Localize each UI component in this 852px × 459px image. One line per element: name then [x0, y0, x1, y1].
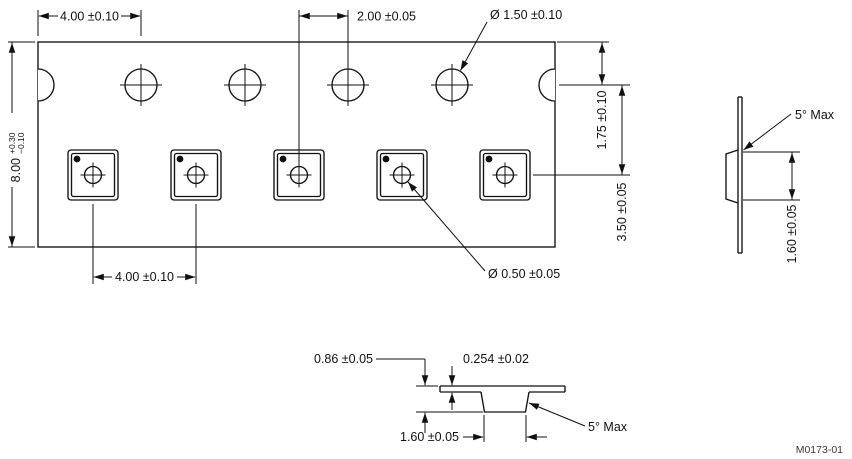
figure-number: M0173-01: [796, 444, 843, 456]
edge-sprocket-holes: [38, 68, 555, 102]
dim-sprocket-to-pocket: 3.50 ±0.05: [533, 85, 630, 242]
dim-tape-width: 8.00 +0.30 −0.10: [7, 41, 35, 248]
dim-label-tape-width-tol-plus: +0.30: [7, 132, 17, 154]
dim-draft-angle-side: 5° Max: [743, 108, 835, 151]
dim-label-draft-angle-section: 5° Max: [588, 420, 628, 434]
pin1-index-dot: [279, 155, 287, 163]
dim-edge-to-sprocket: 1.75 ±0.10: [557, 41, 630, 150]
sprocket-half-hole-left: [38, 68, 55, 102]
sprocket-hole: [224, 64, 266, 106]
component-pocket: [376, 149, 428, 201]
dim-tape-thickness: 0.254 ±0.02: [448, 352, 529, 410]
pocket-emboss-profile: [725, 149, 739, 204]
dim-label-pocket-depth: 0.86 ±0.05: [314, 352, 373, 366]
dim-label-hole-to-pocket: 2.00 ±0.05: [357, 10, 416, 24]
dim-label-tape-thickness: 0.254 ±0.02: [463, 352, 529, 366]
dim-label-pocket-hole-dia: Ø 0.50 ±0.05: [488, 267, 560, 281]
dim-pocket-depth: 0.86 ±0.05: [314, 352, 483, 433]
dim-sprocket-pitch: 4.00 ±0.10: [37, 10, 142, 36]
dim-pocket-width-side: 1.60 ±0.05: [743, 151, 800, 264]
dim-label-sprocket-to-pocket: 3.50 ±0.05: [615, 182, 629, 241]
dim-label-edge-to-sprocket: 1.75 ±0.10: [595, 90, 609, 149]
dim-pocket-pitch: 4.00 ±0.10: [92, 204, 197, 284]
component-pocket: [170, 149, 222, 201]
dim-sprocket-hole-dia: Ø 1.50 ±0.10: [460, 8, 562, 71]
dim-hole-to-pocket: 2.00 ±0.05: [298, 10, 416, 166]
tape-top-view: 4.00 ±0.10 2.00 ±0.05 Ø 1.50 ±0.10 8.00: [7, 8, 630, 284]
sprocket-hole: [431, 64, 473, 106]
tape-section-view: 0.86 ±0.05 0.254 ±0.02 1.60 ±0.05 5° Max: [314, 352, 628, 444]
tape-side-view: 5° Max 1.60 ±0.05: [725, 96, 835, 264]
dim-label-pocket-width-side: 1.60 ±0.05: [785, 204, 799, 263]
sprocket-hole: [120, 64, 162, 106]
dim-label-sprocket-hole-dia: Ø 1.50 ±0.10: [490, 8, 562, 22]
pin1-index-dot: [176, 155, 184, 163]
pin1-index-dot: [382, 155, 390, 163]
dim-draft-angle-section: 5° Max: [528, 402, 628, 434]
dim-pocket-bottom-width: 1.60 ±0.05: [400, 415, 547, 444]
pocket-section-profile: [480, 391, 530, 413]
sprocket-half-hole-right: [538, 68, 555, 102]
dim-label-pocket-bottom-width: 1.60 ±0.05: [400, 430, 459, 444]
dim-label-tape-width: 8.00: [9, 158, 23, 182]
pin1-index-dot: [485, 155, 493, 163]
dim-label-pocket-pitch: 4.00 ±0.10: [115, 270, 174, 284]
dim-pocket-hole-dia: Ø 0.50 ±0.05: [407, 181, 560, 281]
component-pocket: [479, 149, 531, 201]
pin1-index-dot: [73, 155, 81, 163]
dim-label-tape-width-tol-minus: −0.10: [16, 132, 26, 154]
dim-label-draft-angle-side: 5° Max: [795, 108, 835, 122]
dim-label-sprocket-pitch: 4.00 ±0.10: [60, 10, 119, 24]
tape-outline: [37, 41, 556, 248]
component-pocket: [67, 149, 119, 201]
